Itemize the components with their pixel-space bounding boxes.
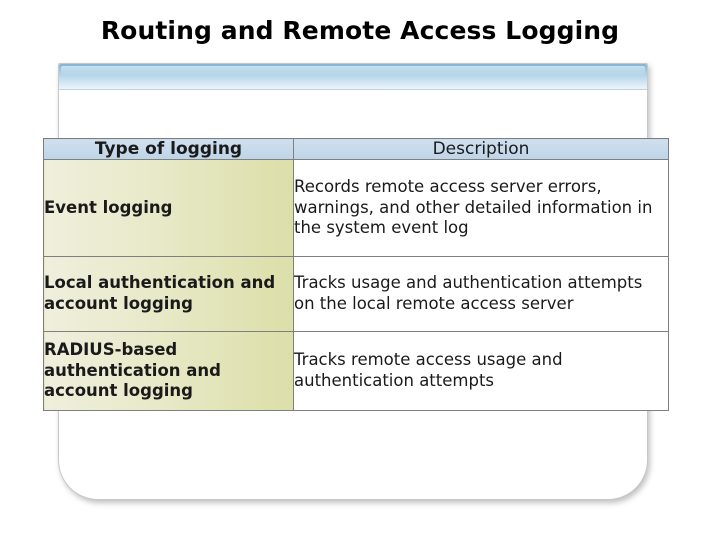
- page-title: Routing and Remote Access Logging: [100, 16, 620, 45]
- table-row: Local authentication and account logging…: [43, 256, 669, 332]
- cell-type: RADIUS-based authentication and account …: [43, 331, 294, 411]
- cell-type: Local authentication and account logging: [43, 256, 294, 332]
- table-header-row: Type of logging Description: [43, 138, 669, 160]
- cell-description: Tracks usage and authentication attempts…: [293, 256, 669, 332]
- column-header-type: Type of logging: [43, 138, 294, 160]
- logging-types-table: Type of logging Description Event loggin…: [43, 138, 669, 411]
- column-header-description: Description: [293, 138, 669, 160]
- panel-title-bar: [59, 64, 647, 90]
- table-row: Event logging Records remote access serv…: [43, 159, 669, 257]
- panel-title-bar-gloss: [61, 66, 645, 75]
- cell-description: Tracks remote access usage and authentic…: [293, 331, 669, 411]
- cell-description: Records remote access server errors, war…: [293, 159, 669, 257]
- cell-type: Event logging: [43, 159, 294, 257]
- table-row: RADIUS-based authentication and account …: [43, 331, 669, 411]
